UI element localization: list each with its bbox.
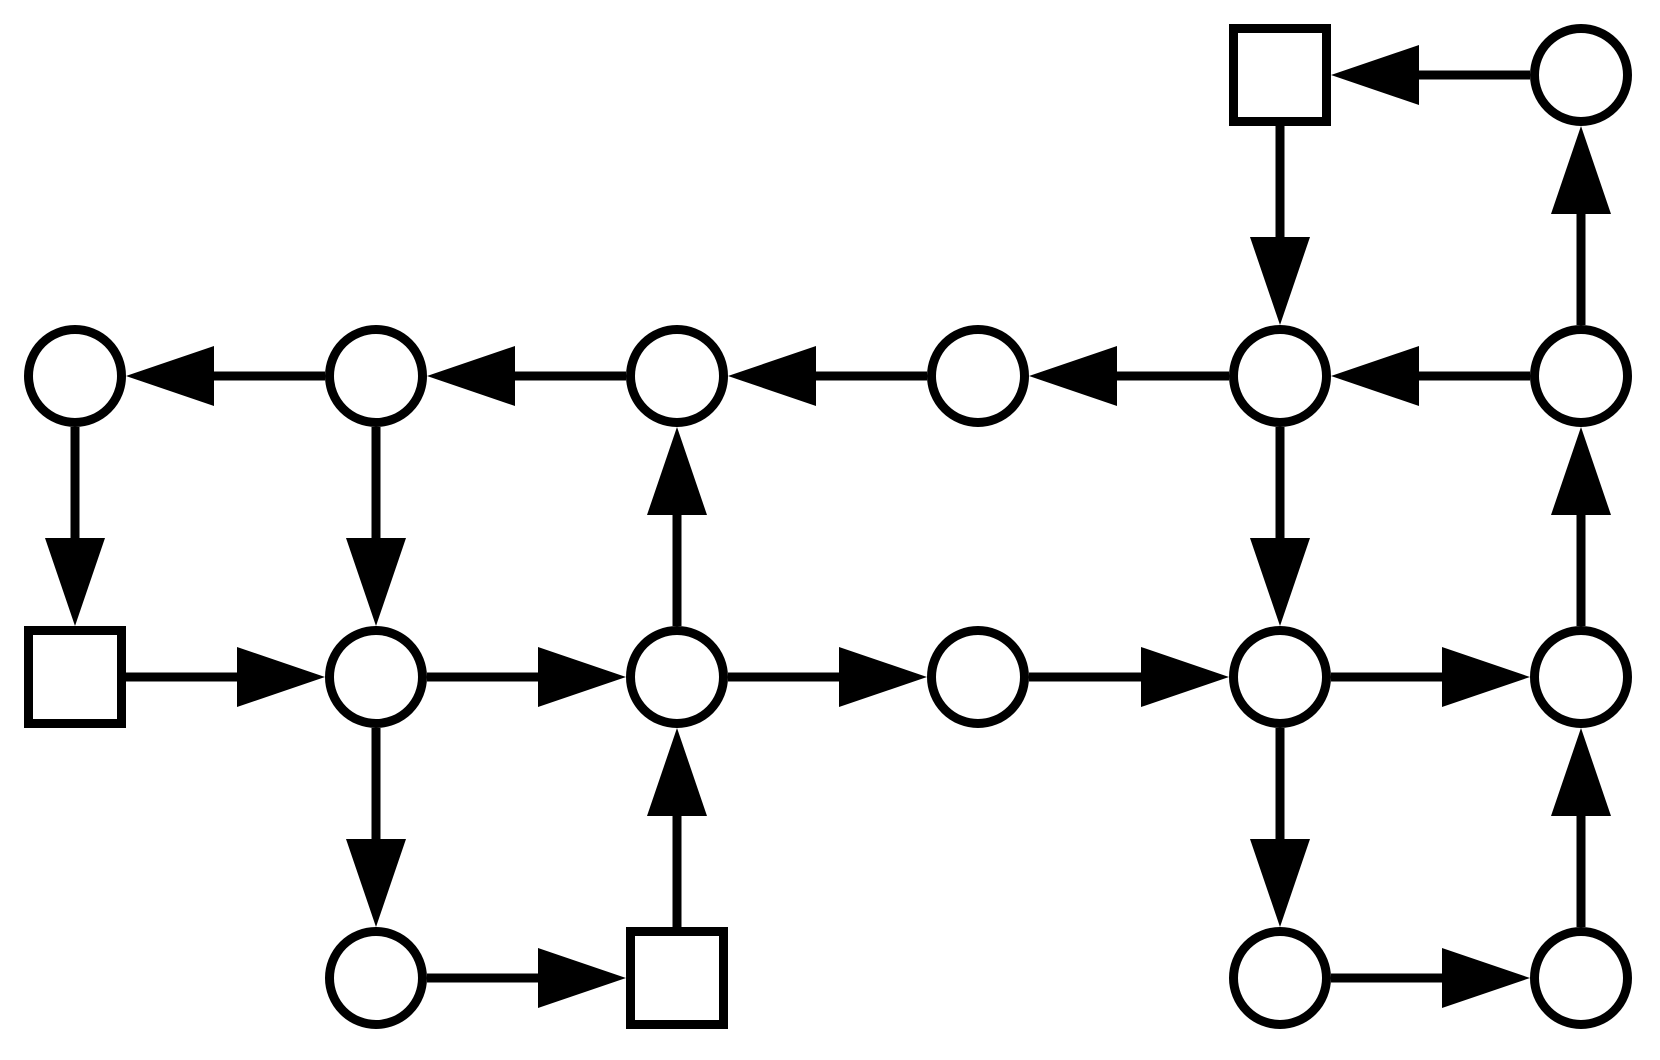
- arrowhead: [647, 427, 707, 515]
- circle-node: [24, 325, 126, 427]
- edges-layer: [45, 45, 1611, 1008]
- arrowhead: [1250, 237, 1310, 325]
- circle-node: [1229, 626, 1331, 728]
- arrowhead: [237, 647, 325, 707]
- square-node: [1229, 24, 1331, 126]
- arrowhead: [1141, 647, 1229, 707]
- arrowhead: [346, 839, 406, 927]
- arrowhead: [346, 538, 406, 626]
- arrowhead: [1331, 45, 1419, 105]
- arrowhead: [1551, 728, 1611, 816]
- circle-node: [325, 325, 427, 427]
- square-node: [24, 626, 126, 728]
- arrowhead: [538, 948, 626, 1008]
- arrowhead: [126, 346, 214, 406]
- arrowhead: [538, 647, 626, 707]
- arrowhead: [1551, 126, 1611, 214]
- arrowhead: [1551, 427, 1611, 515]
- arrowhead: [1250, 839, 1310, 927]
- arrowhead: [647, 728, 707, 816]
- nodes-layer: [24, 24, 1632, 1029]
- circle-node: [927, 626, 1029, 728]
- arrowhead: [1331, 346, 1419, 406]
- circle-node: [325, 927, 427, 1029]
- arrowhead: [728, 346, 816, 406]
- arrowhead: [1442, 948, 1530, 1008]
- circle-node: [626, 626, 728, 728]
- arrowhead: [1029, 346, 1117, 406]
- square-node: [626, 927, 728, 1029]
- arrowhead: [839, 647, 927, 707]
- circle-node: [1229, 927, 1331, 1029]
- circle-node: [1530, 626, 1632, 728]
- arrowhead: [427, 346, 515, 406]
- circle-node: [325, 626, 427, 728]
- arrowhead: [1442, 647, 1530, 707]
- circle-node: [626, 325, 728, 427]
- circle-node: [1530, 24, 1632, 126]
- circle-node: [1530, 927, 1632, 1029]
- arrowhead: [1250, 538, 1310, 626]
- circle-node: [927, 325, 1029, 427]
- arrowhead: [45, 538, 105, 626]
- circle-node: [1229, 325, 1331, 427]
- circle-node: [1530, 325, 1632, 427]
